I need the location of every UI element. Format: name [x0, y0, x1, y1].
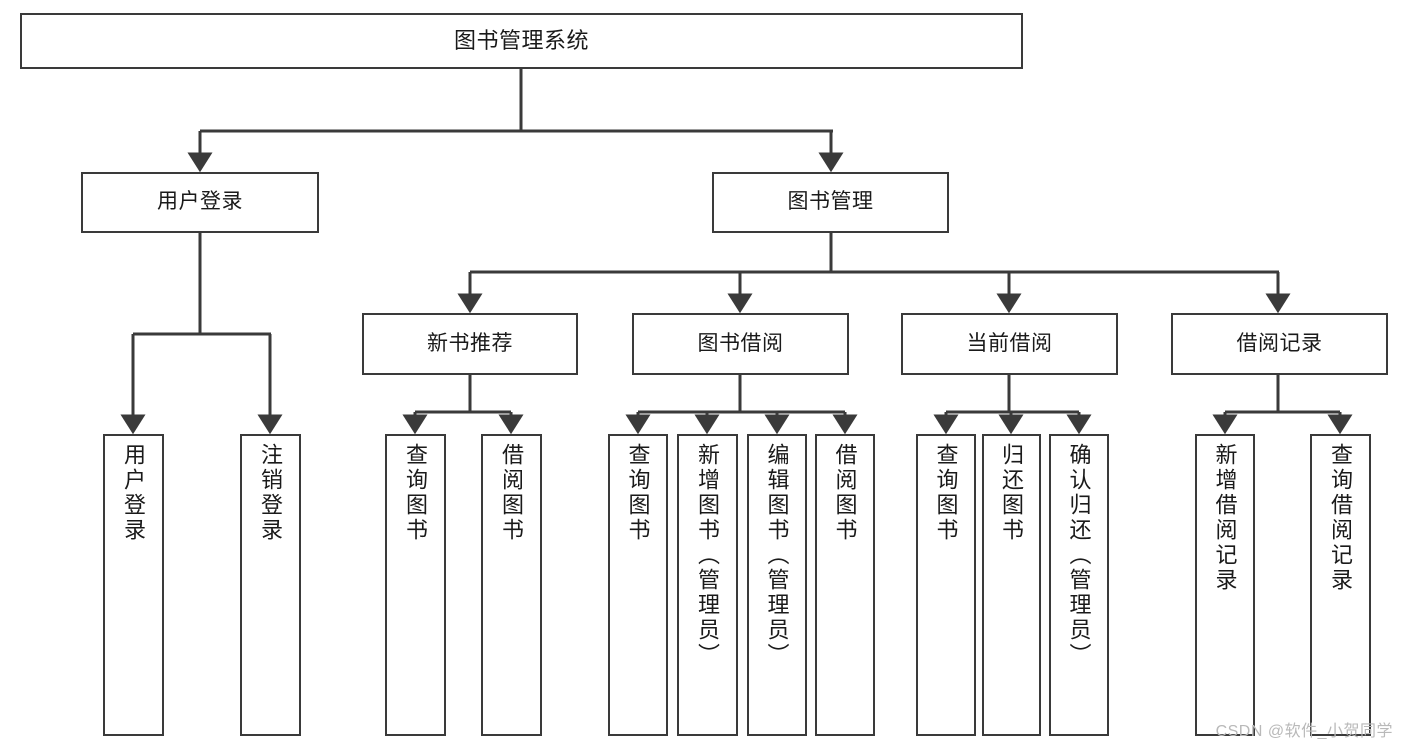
node-label: 借阅图书 [499, 443, 525, 543]
leaf-confirm-return-admin[interactable]: 确认归还（管理员） [1049, 434, 1109, 736]
node-new-book-recommend[interactable]: 新书推荐 [362, 313, 578, 375]
leaf-borrow-book-borrow[interactable]: 借阅图书 [815, 434, 875, 736]
leaf-logout[interactable]: 注销登录 [240, 434, 301, 736]
node-label: 借阅记录 [1236, 331, 1323, 355]
node-label: 用户登录 [121, 443, 147, 543]
node-user-login[interactable]: 用户登录 [81, 172, 319, 233]
node-label: 图书管理系统 [453, 28, 589, 54]
node-root-system[interactable]: 图书管理系统 [20, 13, 1023, 69]
leaf-query-borrow-record[interactable]: 查询借阅记录 [1310, 434, 1371, 736]
node-label: 查询借阅记录 [1328, 443, 1354, 593]
node-label: 查询图书 [625, 443, 651, 543]
leaf-add-book-admin[interactable]: 新增图书（管理员） [677, 434, 738, 736]
node-book-borrow[interactable]: 图书借阅 [632, 313, 849, 375]
node-borrow-record[interactable]: 借阅记录 [1171, 313, 1388, 375]
node-current-borrow[interactable]: 当前借阅 [901, 313, 1118, 375]
csdn-watermark: CSDN @软件_小贺同学 [1215, 723, 1393, 740]
node-label: 查询图书 [403, 443, 429, 543]
leaf-query-book-current[interactable]: 查询图书 [916, 434, 976, 736]
leaf-borrow-book-recommend[interactable]: 借阅图书 [481, 434, 542, 736]
node-label: 查询图书 [933, 443, 959, 543]
leaf-add-borrow-record[interactable]: 新增借阅记录 [1195, 434, 1255, 736]
node-label: 归还图书 [999, 443, 1025, 543]
leaf-return-book[interactable]: 归还图书 [982, 434, 1041, 736]
leaf-query-book-recommend[interactable]: 查询图书 [385, 434, 446, 736]
leaf-query-book-borrow[interactable]: 查询图书 [608, 434, 668, 736]
node-label: 编辑图书（管理员） [764, 443, 790, 668]
node-label: 新增借阅记录 [1212, 443, 1238, 593]
node-label: 新增图书（管理员） [695, 443, 721, 668]
leaf-user-login[interactable]: 用户登录 [103, 434, 164, 736]
node-book-management[interactable]: 图书管理 [712, 172, 949, 233]
node-label: 借阅图书 [832, 443, 858, 543]
leaf-edit-book-admin[interactable]: 编辑图书（管理员） [747, 434, 807, 736]
node-label: 图书借阅 [697, 331, 784, 355]
node-label: 用户登录 [157, 190, 243, 214]
node-label: 新书推荐 [427, 331, 513, 355]
node-label: 注销登录 [258, 443, 284, 543]
node-label: 确认归还（管理员） [1066, 443, 1092, 668]
node-label: 当前借阅 [966, 331, 1053, 355]
node-label: 图书管理 [787, 190, 874, 214]
